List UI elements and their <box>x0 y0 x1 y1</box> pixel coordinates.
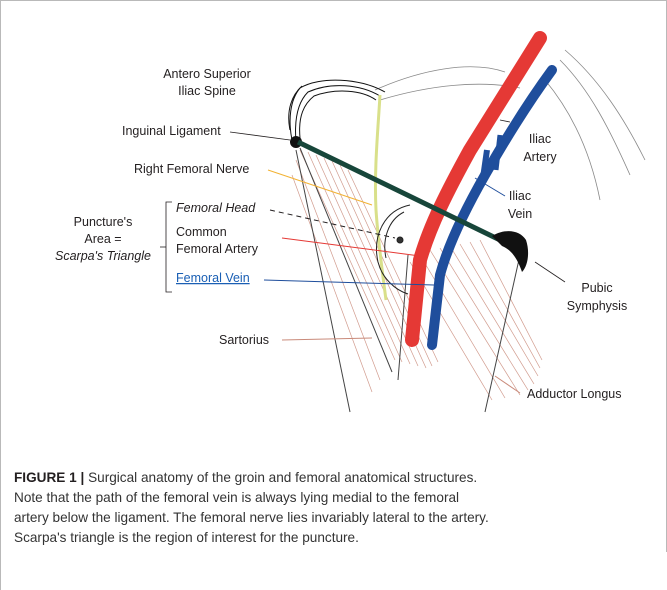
pubic-symphysis <box>492 231 528 272</box>
anatomy-illustration: Antero Superior Iliac Spine Inguinal Lig… <box>0 0 667 470</box>
label-asis-2: Iliac Spine <box>178 84 236 98</box>
label-femoral-vein: Femoral Vein <box>176 271 250 285</box>
label-asis-1: Antero Superior <box>163 67 251 81</box>
iliac-spine <box>289 80 385 142</box>
label-right-femoral-nerve: Right Femoral Nerve <box>134 162 249 176</box>
caption-text-1: Surgical anatomy of the groin and femora… <box>88 470 477 485</box>
label-iliac-vein-2: Vein <box>508 207 532 221</box>
label-inguinal-ligament: Inguinal Ligament <box>122 124 221 138</box>
caption-line-3: artery below the ligament. The femoral n… <box>14 508 660 528</box>
label-puncture-3: Scarpa's Triangle <box>55 249 151 263</box>
label-pubic-2: Symphysis <box>567 299 627 313</box>
label-sartorius: Sartorius <box>219 333 269 347</box>
label-pubic-1: Pubic <box>581 281 612 295</box>
label-femoral-head: Femoral Head <box>176 201 256 215</box>
puncture-bracket <box>166 202 172 292</box>
leader-pubic <box>535 262 565 282</box>
label-puncture-2: Area = <box>84 232 121 246</box>
caption-line-1: FIGURE 1 | Surgical anatomy of the groin… <box>14 468 660 488</box>
muscle-outlines <box>296 148 520 412</box>
figure-number: FIGURE 1 | <box>14 470 84 485</box>
frame-edge <box>0 551 1 590</box>
leader-inguinal <box>230 132 290 140</box>
leader-vein <box>264 280 434 285</box>
label-iliac-artery-2: Artery <box>523 150 557 164</box>
figure-caption: FIGURE 1 | Surgical anatomy of the groin… <box>14 468 660 548</box>
caption-line-4: Scarpa's triangle is the region of inter… <box>14 528 660 548</box>
leader-sartorius <box>282 338 372 340</box>
label-cfa-2: Femoral Artery <box>176 242 259 256</box>
caption-line-2: Note that the path of the femoral vein i… <box>14 488 660 508</box>
leader-iliac-artery <box>500 120 510 122</box>
label-iliac-artery-1: Iliac <box>529 132 551 146</box>
label-cfa-1: Common <box>176 225 227 239</box>
label-adductor-longus: Adductor Longus <box>527 387 622 401</box>
label-iliac-vein-1: Iliac <box>509 189 531 203</box>
leader-adductor <box>495 376 520 393</box>
vein-branch <box>496 135 500 170</box>
label-puncture-1: Puncture's <box>74 215 133 229</box>
